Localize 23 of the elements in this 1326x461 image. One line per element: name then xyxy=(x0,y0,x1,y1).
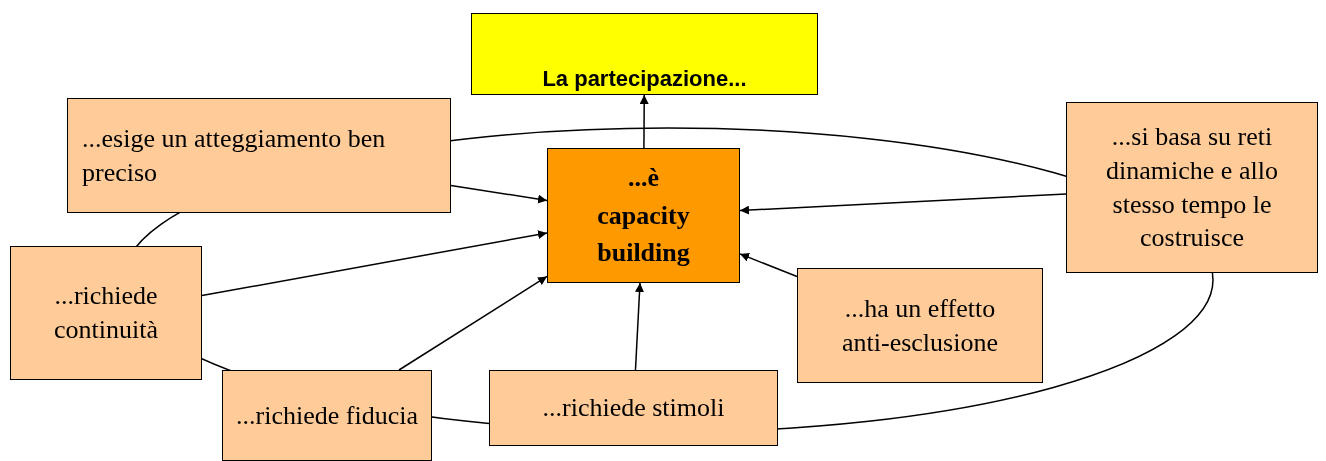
arrow xyxy=(398,275,548,371)
statement-box xyxy=(797,268,1043,383)
title-box xyxy=(471,13,818,95)
arrow xyxy=(639,94,649,149)
title-text: La partecipazione... xyxy=(541,65,748,93)
arrow xyxy=(201,230,548,297)
statement-text: ...ha un effetto anti-esclusione xyxy=(841,292,999,359)
statement-box xyxy=(489,370,778,446)
statement-box xyxy=(67,98,451,213)
statement-box xyxy=(222,370,432,461)
arrow xyxy=(450,184,548,204)
statement-box xyxy=(10,246,202,380)
statement-text: ...è capacity building xyxy=(596,161,691,270)
core-box xyxy=(547,148,740,283)
statement-text: ...si basa su reti dinamiche e allo stesso tempo le costruisce xyxy=(1105,120,1279,255)
statement-text: ...richiede fiducia xyxy=(235,399,419,432)
arrow xyxy=(739,193,1067,215)
arrow xyxy=(739,253,798,278)
statement-text: ...richiede stimoli xyxy=(541,392,726,425)
statement-text: ...richiede continuità xyxy=(53,280,159,346)
statement-text: ...esige un atteggiamento ben preciso xyxy=(81,122,387,189)
arrow xyxy=(634,282,644,371)
statement-box xyxy=(1066,102,1318,273)
